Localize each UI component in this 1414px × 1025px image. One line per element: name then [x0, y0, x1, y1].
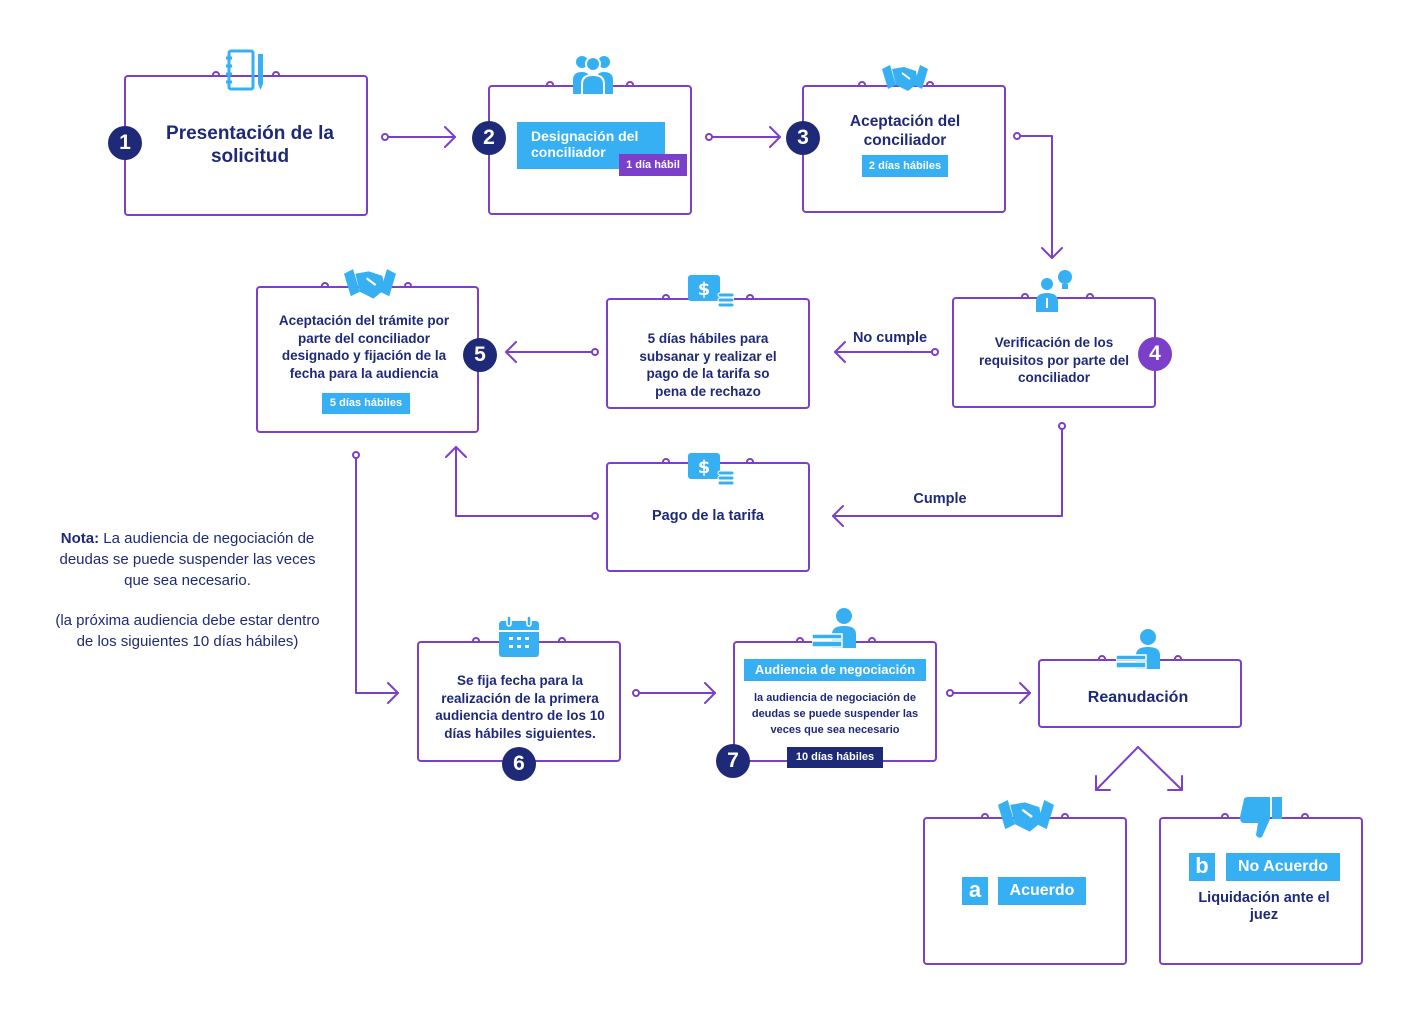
step-2-time-badge: 1 día hábil — [619, 154, 687, 176]
pago-box — [606, 462, 810, 572]
note-bold: Nota: — [60, 530, 100, 547]
outcome-a-title: Acuerdo — [998, 877, 1086, 905]
money-icon: $ — [688, 275, 734, 308]
outcome-b-title: No Acuerdo — [1226, 853, 1340, 881]
step-7-number: 7 — [716, 744, 750, 778]
handshake-icon — [882, 65, 928, 91]
handshake-icon — [998, 799, 1054, 832]
pago-title: Pago de la tarifa — [651, 508, 764, 524]
reanudacion-box — [1038, 659, 1242, 728]
step-7-desc: la audiencia de negociación de deudas se… — [751, 692, 919, 736]
subsanar-box — [606, 298, 810, 409]
person-desk-icon — [1116, 629, 1160, 669]
step-3-time-badge: 2 días hábiles — [862, 155, 948, 177]
calendar-icon — [499, 615, 539, 657]
no-cumple-label: No cumple — [852, 330, 928, 346]
step-3-number: 3 — [786, 121, 820, 155]
step-6-number: 6 — [502, 747, 536, 781]
handshake-icon — [344, 269, 396, 299]
step-4-title: Verificación de los requisitos por parte… — [978, 335, 1130, 385]
step-1-title: Presentación de la solicitud — [166, 123, 334, 167]
note: Nota: La audiencia de negociación de deu… — [50, 528, 325, 591]
step-7-title: Audiencia de negociación — [744, 659, 926, 681]
step-2-number: 2 — [472, 121, 506, 155]
notebook-icon — [226, 49, 263, 91]
step-4-box — [952, 297, 1156, 408]
person-idea-icon — [1036, 270, 1072, 312]
step-7-time-badge: 10 días hábiles — [787, 747, 883, 768]
thumbs-down-icon — [1240, 797, 1282, 838]
step-5-number: 5 — [463, 338, 497, 372]
cumple-label: Cumple — [913, 491, 967, 507]
svg-text:$: $ — [698, 279, 711, 300]
person-desk-icon — [812, 608, 856, 648]
outcome-a-letter: a — [962, 877, 988, 905]
step-1-box — [124, 75, 368, 216]
subsanar-title: 5 días hábiles para subsanar y realizar … — [639, 331, 777, 399]
svg-text:$: $ — [698, 457, 711, 478]
step-4-number: 4 — [1138, 337, 1172, 371]
step-1-number: 1 — [108, 126, 142, 160]
step-6-title: Se fija fecha para la realización de la … — [435, 673, 605, 741]
note-secondary: (la próxima audiencia debe estar dentro … — [55, 612, 320, 650]
step-2-title: Designación del conciliador — [517, 122, 665, 169]
outcome-b-desc: Liquidación ante el juez — [1198, 890, 1330, 923]
reanudacion-title: Reanudación — [1087, 689, 1189, 706]
step-5-box — [256, 286, 479, 433]
money-icon: $ — [688, 453, 734, 486]
step-5-time-badge: 5 días hábiles — [322, 393, 410, 414]
people-icon — [573, 56, 613, 96]
note-text: La audiencia de negociación de deudas se… — [59, 530, 316, 589]
step-5-title: Aceptación del trámite por parte del con… — [278, 313, 450, 381]
step-3-title: Aceptación del conciliador — [849, 113, 961, 149]
outcome-b-letter: b — [1189, 853, 1215, 881]
